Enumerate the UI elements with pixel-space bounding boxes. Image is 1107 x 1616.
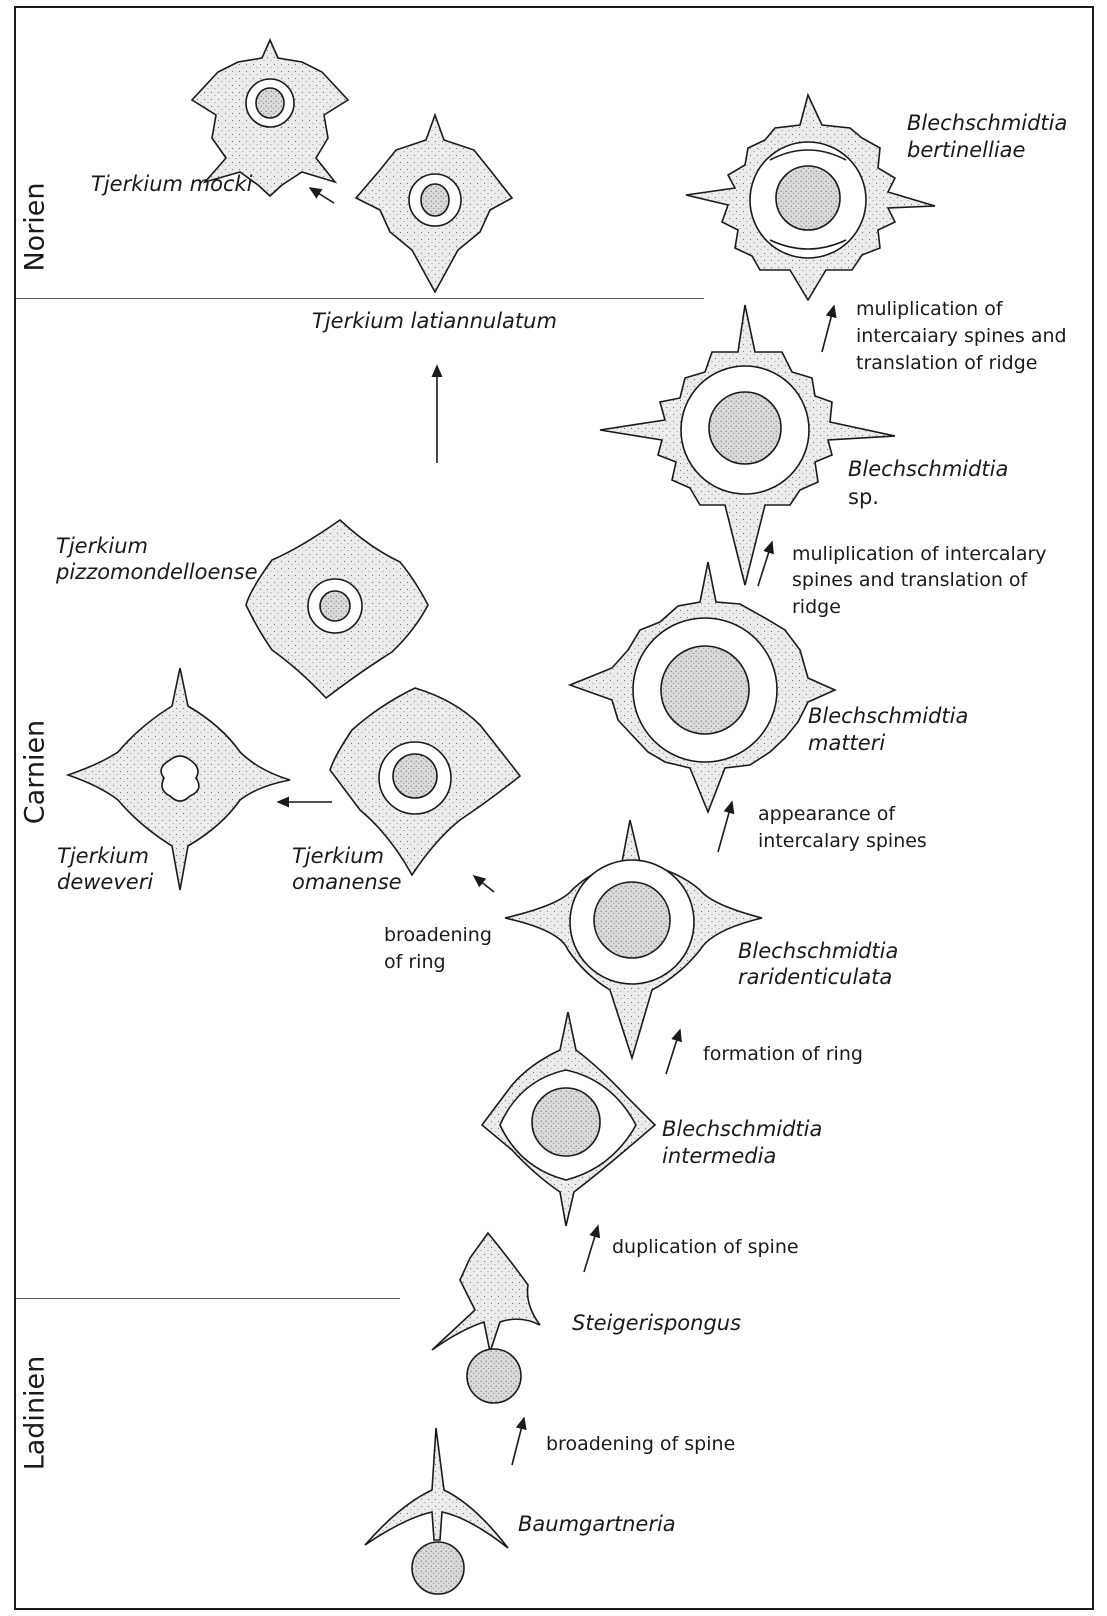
label-blechschmidtia-raridenticulata-species: raridenticulata	[738, 964, 892, 990]
note-appearance-line1: appearance of	[758, 801, 895, 827]
label-blechschmidtia-sp-genus: Blechschmidtia	[848, 456, 1008, 482]
label-tjerkium-omanense-species: omanense	[292, 869, 402, 895]
arrow-sp	[758, 542, 772, 586]
blechschmidtia-bertinelliae-drawing	[686, 95, 935, 300]
label-blechschmidtia-intermedia-species: intermedia	[662, 1143, 776, 1169]
label-baumgartneria: Baumgartneria	[518, 1511, 676, 1537]
arrow-omanense	[474, 876, 494, 892]
arrow-mocki	[310, 188, 334, 203]
note-multiplication-top-line2: intercaiary spines and	[856, 323, 1067, 349]
label-blechschmidtia-bertinelliae-species: bertinelliae	[907, 137, 1025, 163]
note-duplication-of-spine: duplication of spine	[612, 1234, 799, 1260]
label-tjerkium-deweveri-genus: Tjerkium	[57, 843, 149, 869]
note-broadening-ring-line2: of ring	[384, 949, 446, 975]
label-tjerkium-pizzomondelloense-genus: Tjerkium	[56, 533, 148, 559]
label-blechschmidtia-sp-species: sp.	[848, 484, 879, 510]
arrow-raridenticulata	[666, 1030, 680, 1074]
label-blechschmidtia-intermedia-genus: Blechschmidtia	[662, 1116, 822, 1142]
arrow-bertinelliae	[822, 306, 834, 352]
note-multiplication-mid-line3: ridge	[792, 594, 841, 620]
tjerkium-pizzomondelloense-drawing	[246, 520, 428, 698]
label-tjerkium-latiannulatum: Tjerkium latiannulatum	[312, 308, 557, 334]
label-blechschmidtia-bertinelliae-genus: Blechschmidtia	[907, 110, 1067, 136]
tjerkium-latiannulatum-drawing	[356, 115, 512, 292]
note-broadening-ring-line1: broadening	[384, 922, 492, 948]
label-blechschmidtia-raridenticulata-genus: Blechschmidtia	[738, 938, 898, 964]
steigerispongus-drawing	[432, 1233, 540, 1403]
label-tjerkium-pizzomondelloense-species: pizzomondelloense	[56, 559, 258, 585]
baumgartneria-drawing	[365, 1428, 508, 1594]
note-multiplication-mid-line2: spines and translation of	[792, 567, 1027, 593]
label-tjerkium-mocki: Tjerkium mocki	[91, 171, 253, 197]
arrow-matteri	[718, 802, 732, 852]
note-multiplication-top-line3: translation of ridge	[856, 350, 1037, 376]
note-multiplication-top-line1: muliplication of	[856, 296, 1003, 322]
arrow-steigerispongus	[512, 1418, 524, 1465]
note-formation-of-ring: formation of ring	[703, 1041, 863, 1067]
label-tjerkium-omanense-genus: Tjerkium	[292, 843, 384, 869]
label-steigerispongus: Steigerispongus	[572, 1310, 741, 1336]
note-multiplication-mid-line1: muliplication of intercalary	[792, 541, 1047, 567]
label-blechschmidtia-matteri-species: matteri	[808, 730, 885, 756]
label-blechschmidtia-matteri-genus: Blechschmidtia	[808, 703, 968, 729]
label-tjerkium-deweveri-species: deweveri	[57, 869, 153, 895]
blechschmidtia-raridenticulata-drawing	[505, 820, 762, 1058]
note-appearance-line2: intercalary spines	[758, 828, 927, 854]
note-broadening-of-spine: broadening of spine	[546, 1431, 735, 1457]
arrow-intermedia	[584, 1226, 598, 1272]
